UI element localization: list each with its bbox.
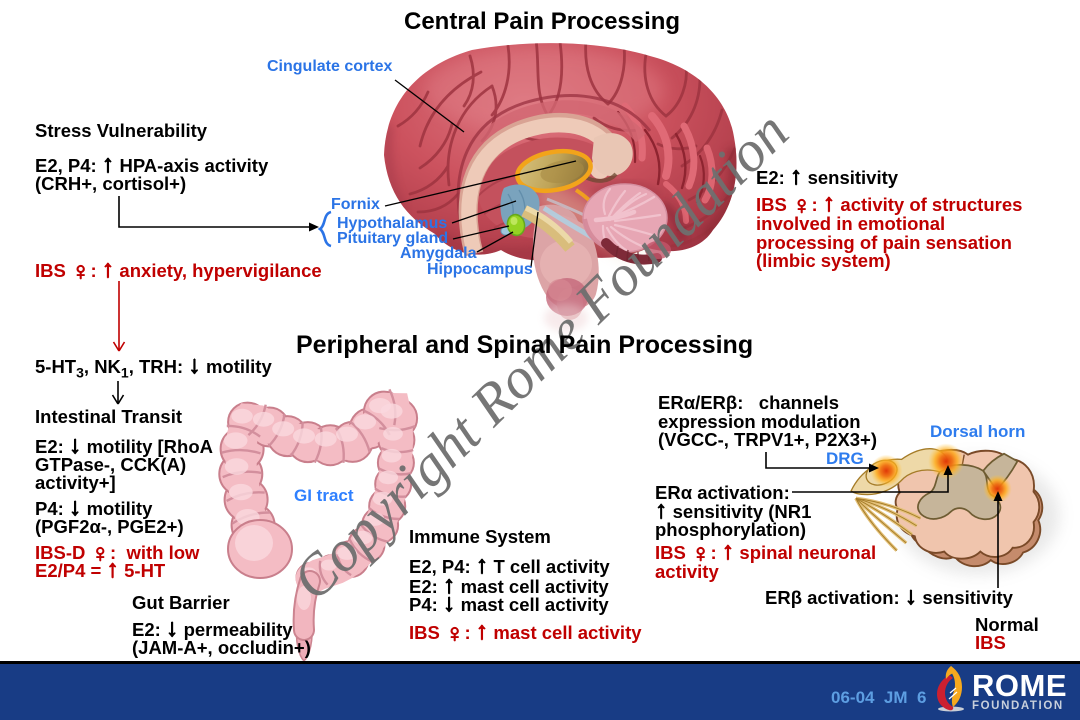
- svg-text:ROME: ROME: [972, 668, 1067, 703]
- svg-text:06-04 JM 6: 06-04 JM 6: [831, 688, 926, 707]
- svg-text:FOUNDATION: FOUNDATION: [972, 700, 1064, 712]
